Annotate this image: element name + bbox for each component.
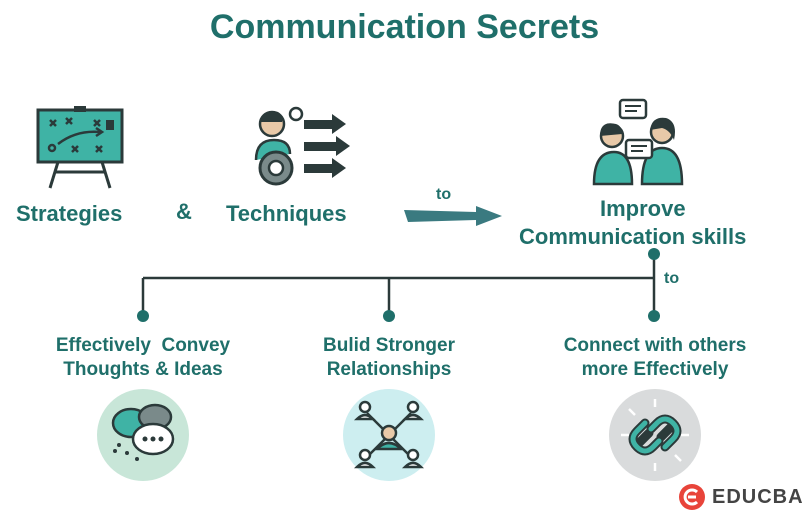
branch-dot-1	[137, 310, 149, 322]
chain-link-icon	[609, 389, 701, 481]
ampersand-label: &	[176, 199, 192, 224]
outcome-2-line-2: Relationships	[326, 359, 452, 380]
outcome-1-line-2: Thoughts & Ideas	[63, 359, 223, 380]
page-title: Communication Secrets	[209, 8, 600, 46]
branch-dot-3	[648, 310, 660, 322]
outcome-3-line-1: Connect with others	[563, 335, 747, 356]
goal-dot	[648, 248, 660, 260]
outcome-2-line-1: Bulid Stronger	[323, 335, 455, 356]
connector-to-branch: to	[664, 270, 680, 287]
branch-dot-2	[383, 310, 395, 322]
person-gear-arrows-icon	[254, 106, 350, 186]
goal-line-1: Improve	[600, 196, 686, 221]
right-arrow-icon	[404, 206, 502, 226]
brand-name: EDUCBA	[712, 486, 804, 508]
strategies-label: Strategies	[16, 201, 123, 226]
outcome-1-line-1: Effectively Convey	[55, 335, 231, 356]
goal-line-2: Communication skills	[519, 224, 747, 249]
network-people-icon	[343, 389, 435, 481]
outcome-3-caption: Connect with others more Effectively	[528, 334, 782, 382]
connector-to-top: to	[436, 186, 452, 203]
outcome-1-caption: Effectively Convey Thoughts & Ideas	[20, 334, 266, 382]
conversation-people-icon	[592, 98, 684, 186]
outcome-3-line-2: more Effectively	[581, 359, 729, 380]
educba-logo-icon	[679, 484, 705, 510]
speech-bubbles-icon	[97, 389, 189, 481]
strategy-board-icon	[36, 106, 124, 189]
techniques-label: Techniques	[226, 201, 347, 226]
outcome-2-caption: Bulid Stronger Relationships	[288, 334, 490, 382]
